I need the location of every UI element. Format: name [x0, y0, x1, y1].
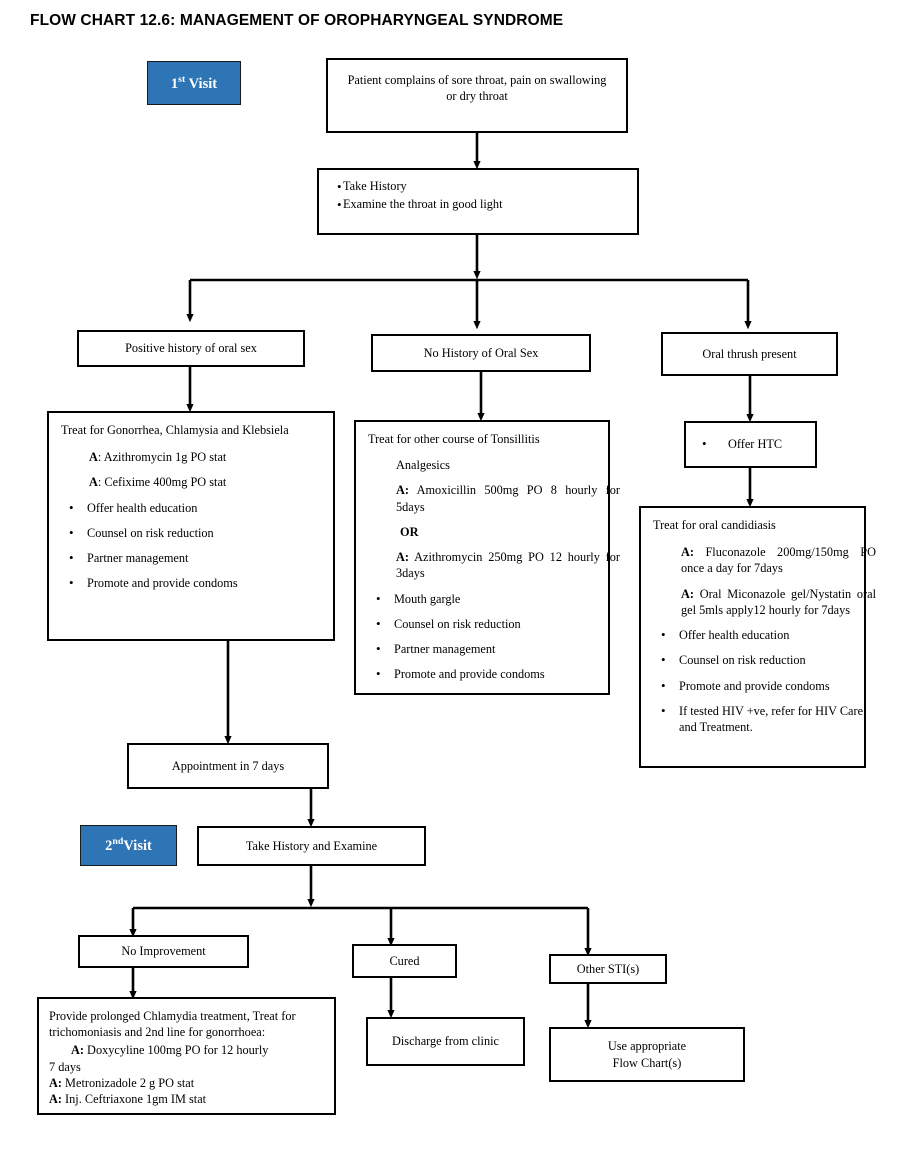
badge-second-visit: 2ndVisit	[80, 825, 177, 866]
treat-gonorrhea-drug-2: A: Cefixime 400mg PO stat	[89, 475, 227, 490]
node-treat-gonorrhea: Treat for Gonorrhea, Chlamysia and Klebs…	[47, 411, 335, 641]
treat-gonorrhea-bullets: Offer health education Counsel on risk r…	[61, 499, 345, 592]
treat-gonorrhea-drug-1: A: Azithromycin 1g PO stat	[89, 450, 227, 465]
prolonged-drug-1: A: Doxycyline 100mg PO for 12 hourly	[71, 1043, 269, 1058]
badge-second-visit-label: 2ndVisit	[105, 836, 152, 854]
history-bullet-list: Take History Examine the throat in good …	[329, 178, 647, 214]
treat-tonsillitis-drug-1: A: Amoxicillin 500mg PO 8 hourly for 5da…	[396, 483, 620, 514]
node-take-history: Take History Examine the throat in good …	[317, 168, 639, 235]
treat-gonorrhea-heading: Treat for Gonorrhea, Chlamysia and Klebs…	[61, 423, 289, 437]
list-item: Promote and provide condoms	[61, 574, 345, 591]
node-no-improvement: No Improvement	[78, 935, 249, 968]
prolonged-drug-3: A: Inj. Ceftriaxone 1gm IM stat	[49, 1092, 207, 1107]
list-item: Promote and provide condoms	[653, 677, 876, 694]
other-sti-label: Other STI(s)	[576, 961, 640, 976]
use-flowchart-line-2: Flow Chart(s)	[612, 1055, 682, 1070]
treat-tonsillitis-heading: Treat for other course of Tonsillitis	[368, 432, 540, 446]
node-offer-htc: Offer HTC	[684, 421, 817, 468]
history-bullet-item: Take History	[329, 178, 647, 195]
treat-tonsillitis-bullets: Mouth gargle Counsel on risk reduction P…	[368, 590, 620, 683]
treat-candidiasis-drug-2: A: Oral Miconazole gel/Nystatin oral gel…	[681, 586, 876, 617]
node-take-history-examine: Take History and Examine	[197, 826, 426, 866]
list-item: Counsel on risk reduction	[61, 524, 345, 541]
node-treat-candidiasis: Treat for oral candidiasis A: Fluconazol…	[639, 506, 876, 768]
prolonged-drug-1b: 7 days	[49, 1059, 81, 1074]
list-item: Promote and provide condoms	[368, 665, 620, 682]
node-prolonged-treatment: Provide prolonged Chlamydia treatment, T…	[37, 997, 336, 1115]
node-no-oral-sex: No History of Oral Sex	[371, 334, 591, 372]
oral-thrush-label: Oral thrush present	[702, 346, 797, 361]
list-item: Partner management	[61, 549, 345, 566]
discharge-label: Discharge from clinic	[392, 1034, 499, 1049]
treat-tonsillitis-analgesics: Analgesics	[396, 458, 450, 473]
list-item: Offer health education	[61, 499, 345, 516]
node-positive-oral-sex: Positive history of oral sex	[77, 330, 305, 367]
list-item: Mouth gargle	[368, 590, 620, 607]
node-discharge: Discharge from clinic	[366, 1017, 525, 1066]
treat-candidiasis-drug-1: A: Fluconazole 200mg/150mg PO once a day…	[681, 545, 876, 576]
use-flowchart-line-1: Use appropriate	[607, 1039, 687, 1054]
prolonged-drug-2: A: Metronizadole 2 g PO stat	[49, 1075, 195, 1090]
no-improvement-label: No Improvement	[121, 944, 206, 959]
page-title: FLOW CHART 12.6: MANAGEMENT OF OROPHARYN…	[30, 12, 564, 29]
history-bullet-item: Examine the throat in good light	[329, 196, 647, 213]
node-patient-complaint: Patient complains of sore throat, pain o…	[326, 58, 628, 133]
treat-tonsillitis-drug-2: A: Azithromycin 250mg PO 12 hourly for 3…	[396, 550, 620, 581]
node-oral-thrush: Oral thrush present	[661, 332, 838, 376]
badge-first-visit-label: 1st Visit	[170, 73, 218, 92]
list-item: Counsel on risk reduction	[368, 615, 620, 632]
node-cured: Cured	[352, 944, 457, 978]
list-item: Counsel on risk reduction	[653, 651, 876, 668]
badge-first-visit: 1st Visit	[147, 61, 241, 105]
positive-oral-sex-label: Positive history of oral sex	[125, 341, 257, 356]
no-oral-sex-label: No History of Oral Sex	[423, 345, 539, 360]
appointment-label: Appointment in 7 days	[171, 758, 285, 773]
node-other-sti: Other STI(s)	[549, 954, 667, 984]
prolonged-line-2: trichomoniasis and 2nd line for gonorrho…	[49, 1025, 266, 1040]
list-item: Offer health education	[653, 626, 876, 643]
treat-tonsillitis-or: OR	[400, 524, 419, 539]
take-history-examine-label: Take History and Examine	[245, 838, 378, 853]
offer-htc-list: Offer HTC	[686, 435, 815, 452]
prolonged-line-1: Provide prolonged Chlamydia treatment, T…	[49, 1009, 296, 1023]
complaint-line-1: Patient complains of sore throat, pain o…	[347, 73, 607, 87]
node-use-flowchart: Use appropriate Flow Chart(s)	[549, 1027, 745, 1082]
node-appointment: Appointment in 7 days	[127, 743, 329, 789]
node-treat-tonsillitis: Treat for other course of Tonsillitis An…	[354, 420, 620, 695]
cured-label: Cured	[389, 953, 420, 968]
list-item: Partner management	[368, 640, 620, 657]
list-item: If tested HIV +ve, refer for HIV Care an…	[653, 702, 876, 735]
list-item: Offer HTC	[694, 435, 815, 452]
treat-candidiasis-heading: Treat for oral candidiasis	[653, 518, 776, 532]
treat-candidiasis-bullets: Offer health education Counsel on risk r…	[653, 626, 876, 735]
complaint-line-2: or dry throat	[446, 89, 508, 104]
